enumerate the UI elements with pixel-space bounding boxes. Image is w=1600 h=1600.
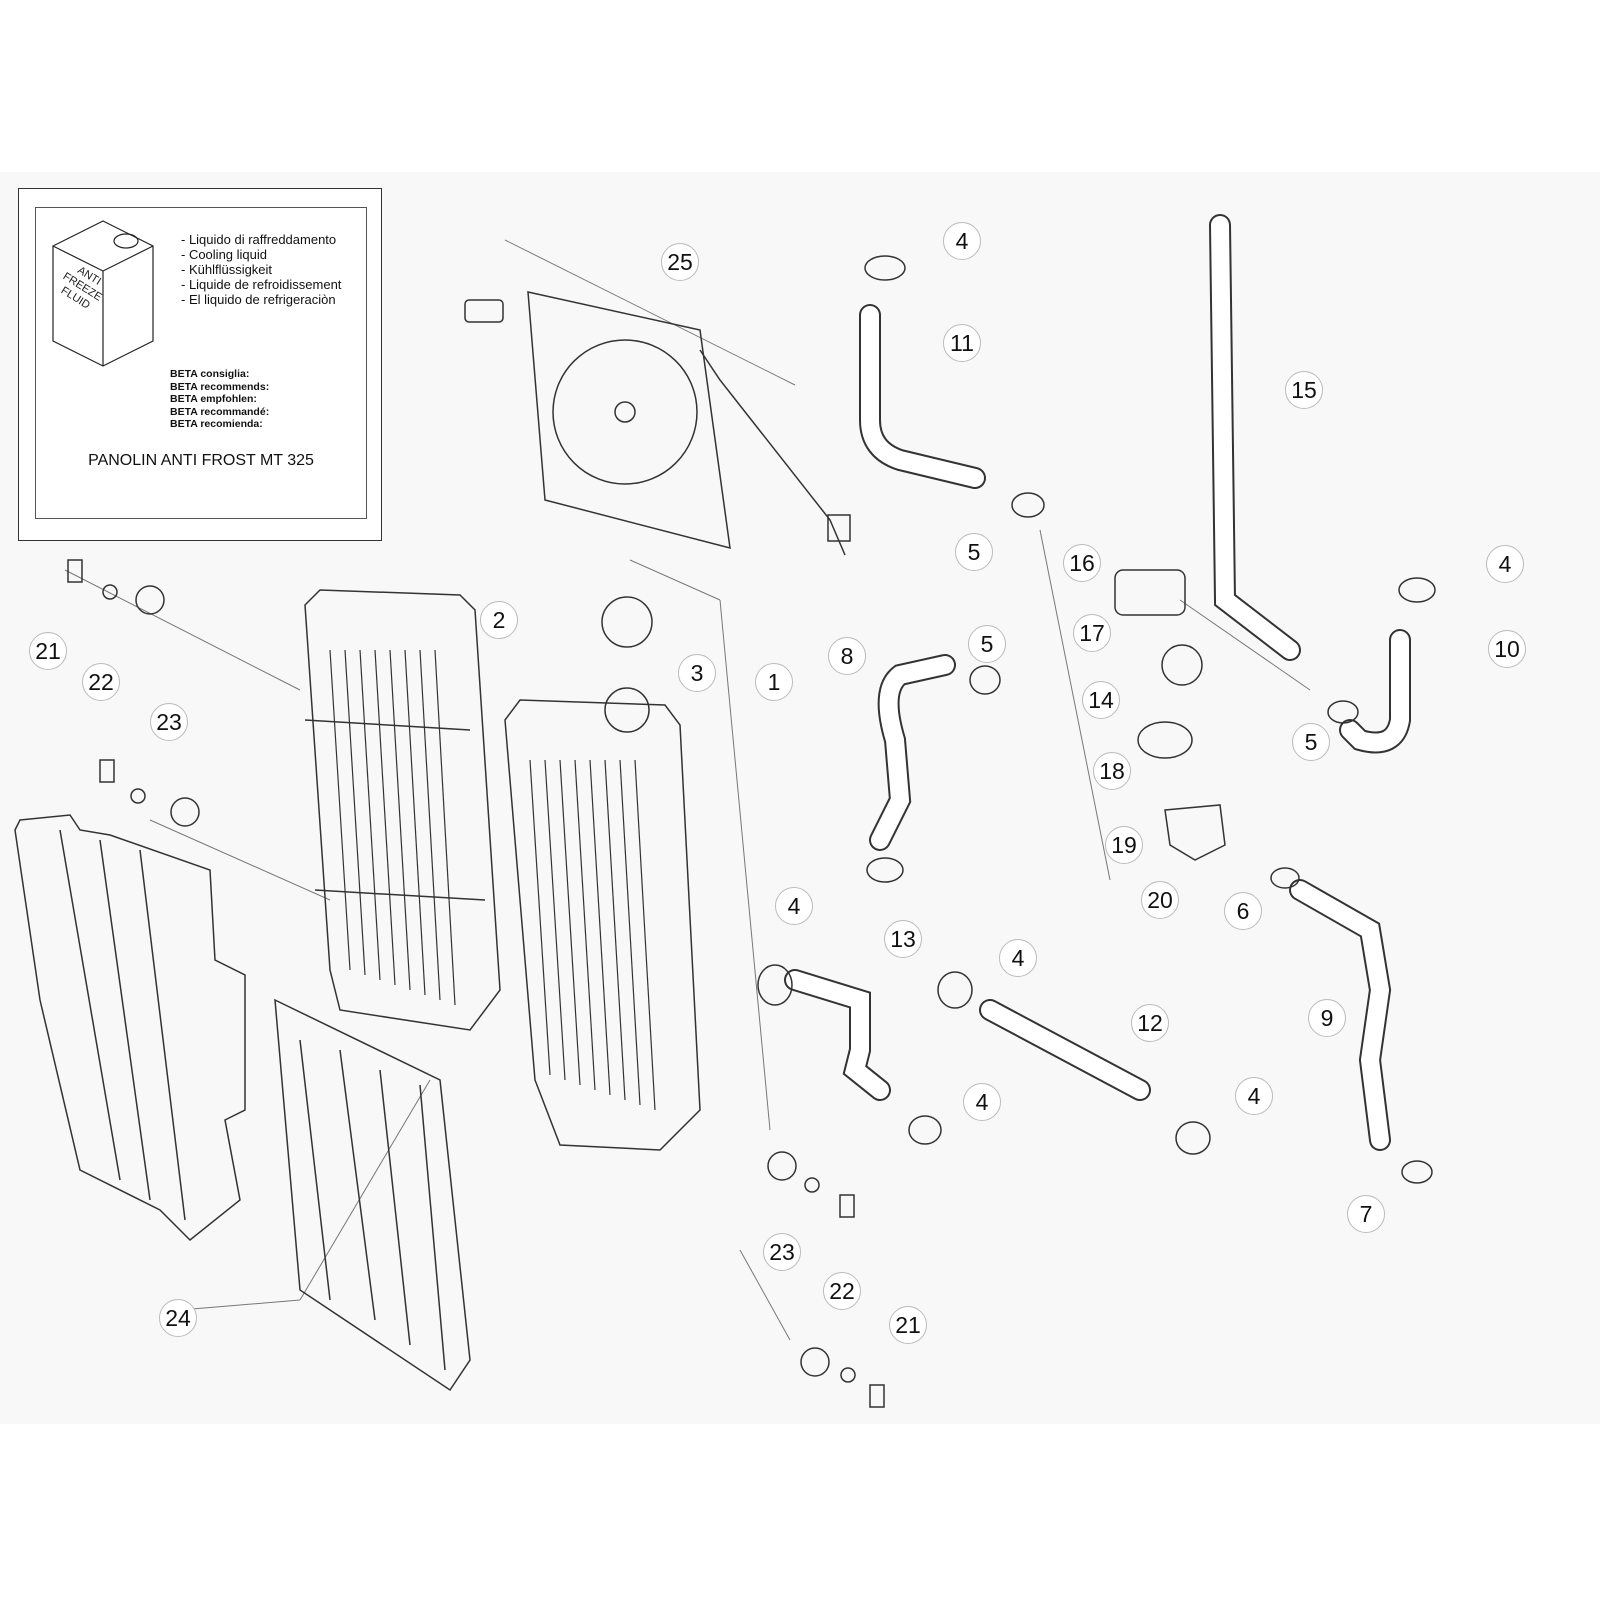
callout-18[interactable]: 18	[1093, 752, 1131, 790]
coolant-recommendation-box: ANTI FREEZE FLUID - Liquido di raffredda…	[18, 188, 382, 541]
callout-11[interactable]: 11	[943, 324, 981, 362]
callout-12[interactable]: 12	[1131, 1004, 1169, 1042]
callout-4[interactable]: 4	[1486, 545, 1524, 583]
callout-5[interactable]: 5	[1292, 723, 1330, 761]
callout-14[interactable]: 14	[1082, 681, 1120, 719]
callout-7[interactable]: 7	[1347, 1195, 1385, 1233]
callout-5[interactable]: 5	[955, 533, 993, 571]
callout-23[interactable]: 23	[763, 1233, 801, 1271]
recommend-it: BETA consiglia:	[170, 368, 250, 380]
coolant-names: - Liquido di raffreddamento - Cooling li…	[181, 232, 341, 307]
callout-20[interactable]: 20	[1141, 881, 1179, 919]
callout-19[interactable]: 19	[1105, 826, 1143, 864]
callout-16[interactable]: 16	[1063, 544, 1101, 582]
coolant-name-fr: - Liquide de refroidissement	[181, 277, 342, 292]
radiator-left	[504, 687, 701, 1151]
callout-1[interactable]: 1	[755, 663, 793, 701]
callout-22[interactable]: 22	[823, 1272, 861, 1310]
recommend-es: BETA recomienda:	[170, 418, 263, 430]
coolant-recommendation-inner: ANTI FREEZE FLUID - Liquido di raffredda…	[35, 207, 367, 519]
callout-4[interactable]: 4	[775, 887, 813, 925]
coolant-name-de: - Kühlflüssigkeit	[181, 262, 273, 277]
callout-10[interactable]: 10	[1488, 630, 1526, 668]
callout-6[interactable]: 6	[1224, 892, 1262, 930]
callout-2[interactable]: 2	[480, 601, 518, 639]
callout-23[interactable]: 23	[150, 703, 188, 741]
callout-8[interactable]: 8	[828, 637, 866, 675]
antifreeze-can-icon	[52, 220, 154, 367]
callout-4[interactable]: 4	[1235, 1077, 1273, 1115]
callout-22[interactable]: 22	[82, 663, 120, 701]
recommendation-lines: BETA consiglia: BETA recommends: BETA em…	[170, 368, 269, 431]
coolant-name-en: - Cooling liquid	[181, 247, 267, 262]
callout-4[interactable]: 4	[999, 939, 1037, 977]
recommend-en: BETA recommends:	[170, 380, 270, 393]
callout-5[interactable]: 5	[968, 625, 1006, 663]
callout-17[interactable]: 17	[1073, 614, 1111, 652]
radiator-shroud-left	[14, 814, 246, 1242]
callout-9[interactable]: 9	[1308, 999, 1346, 1037]
recommended-product: PANOLIN ANTI FROST MT 325	[88, 452, 314, 469]
radiator-right	[304, 589, 501, 1031]
callout-13[interactable]: 13	[884, 920, 922, 958]
hose-clamps	[757, 255, 1436, 1184]
recommend-fr: BETA recommandé:	[170, 405, 270, 418]
cooling-fan	[464, 291, 851, 556]
thermostat-assembly	[1114, 569, 1226, 861]
callout-4[interactable]: 4	[963, 1083, 1001, 1121]
callout-21[interactable]: 21	[29, 632, 67, 670]
callout-24[interactable]: 24	[159, 1299, 197, 1337]
leader-lines	[64, 239, 1311, 1341]
callout-3[interactable]: 3	[678, 654, 716, 692]
callout-4[interactable]: 4	[943, 222, 981, 260]
coolant-name-it: - Liquido di raffreddamento	[181, 232, 337, 247]
radiator-grille	[274, 998, 471, 1392]
coolant-name-es: - El liquido de refrigeraciòn	[181, 292, 336, 307]
radiator-cap	[601, 596, 653, 648]
recommend-de: BETA empfohlen:	[170, 393, 257, 405]
bolts-grommets	[67, 559, 885, 1408]
callout-15[interactable]: 15	[1285, 371, 1323, 409]
callout-21[interactable]: 21	[889, 1306, 927, 1344]
callout-25[interactable]: 25	[661, 243, 699, 281]
